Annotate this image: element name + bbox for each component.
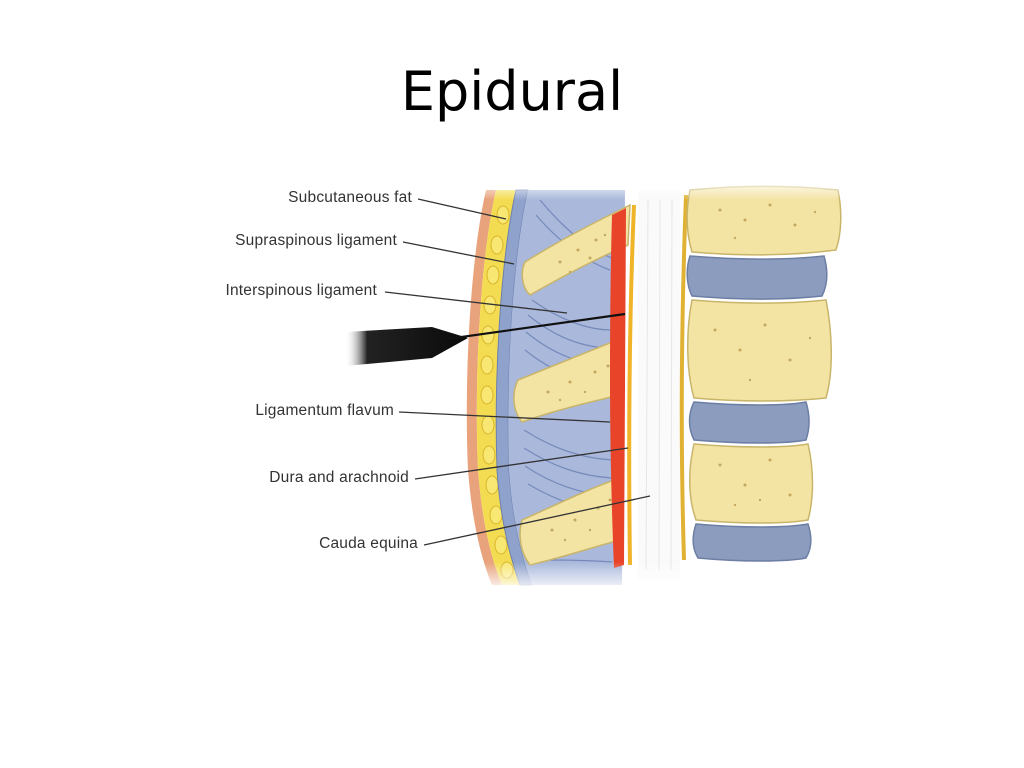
leader-interspinous-ligament [384, 291, 568, 314]
dura-arachnoid [627, 204, 636, 566]
cauda-equina-fibers [645, 199, 673, 571]
posterior-longitudinal-ligament [679, 194, 688, 561]
vertebral-column [686, 185, 842, 562]
vertebral-body-2 [687, 299, 832, 402]
label-ligamentum-flavum: Ligamentum flavum [255, 402, 394, 419]
epidural-space [610, 208, 626, 568]
intervertebral-disc-3 [692, 523, 812, 562]
label-subcutaneous-fat: Subcutaneous fat [288, 189, 412, 206]
needle-shaft [439, 312, 626, 342]
leader-lines [384, 198, 651, 546]
leader-ligamentum-flavum [398, 411, 611, 423]
leader-subcutaneous-fat [417, 198, 507, 220]
epidural-needle [345, 327, 468, 366]
intervertebral-disc-1 [686, 255, 828, 300]
spinous-process-2 [513, 336, 623, 423]
slide-title: Epidural [400, 60, 624, 123]
intervertebral-disc-2 [688, 401, 810, 444]
spinous-process-3 [519, 476, 621, 566]
label-supraspinous-ligament: Supraspinous ligament [235, 232, 397, 249]
label-interspinous-ligament: Interspinous ligament [225, 282, 377, 299]
leader-cauda-equina [423, 495, 651, 546]
vertebral-body-3 [688, 443, 814, 524]
spinous-process-1 [521, 203, 631, 296]
bone-speckles [546, 233, 612, 542]
leader-dura-arachnoid [414, 447, 629, 480]
fat-lobules [480, 205, 514, 579]
label-cauda-equina: Cauda equina [319, 535, 418, 552]
vertebral-speckles [713, 203, 817, 507]
skin-layer [466, 190, 502, 585]
spinous-processes [513, 203, 631, 566]
leader-supraspinous-ligament [402, 241, 515, 265]
label-dura-arachnoid: Dura and arachnoid [269, 469, 409, 486]
